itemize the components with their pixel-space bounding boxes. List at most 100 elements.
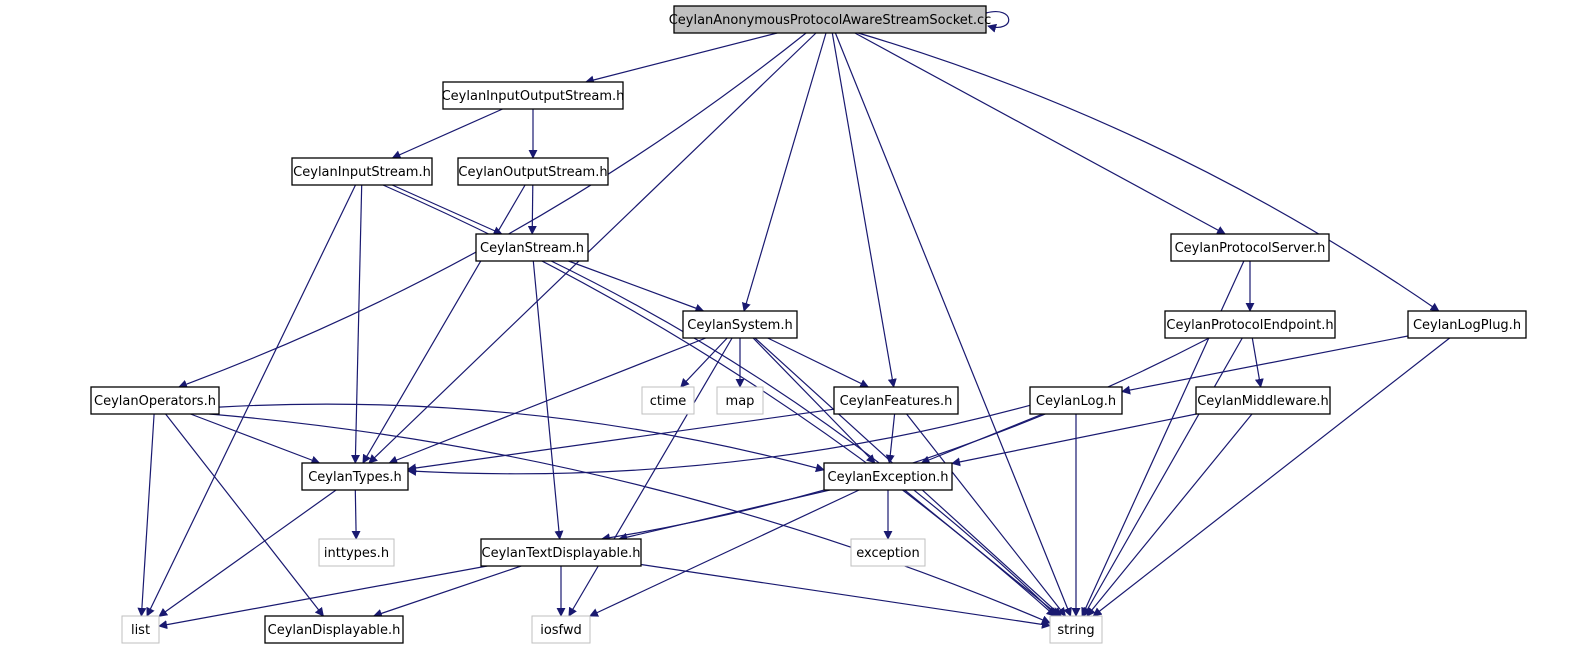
edge-line — [1092, 337, 1451, 617]
node-box — [301, 462, 409, 491]
node-box — [442, 81, 624, 110]
edge-features-to-string — [906, 413, 1066, 617]
edge-features-to-exc — [885, 413, 896, 464]
node-inttypes: inttypes.h — [318, 538, 395, 567]
edge-line — [568, 337, 733, 617]
node-box — [1170, 233, 1330, 262]
node-box — [682, 310, 798, 339]
node-logplug[interactable]: CeylanLogPlug.h — [1407, 310, 1527, 339]
node-os[interactable]: CeylanOutputStream.h — [457, 157, 609, 186]
edge-stream-to-string — [550, 260, 1058, 617]
node-label: list — [131, 623, 150, 638]
edge-pend-to-string — [1083, 337, 1243, 617]
edge-line — [741, 32, 827, 312]
node-label: CeylanLogPlug.h — [1413, 318, 1521, 333]
dependency-nodes: CeylanAnonymousProtocolAwareStreamSocket… — [90, 5, 1527, 644]
node-box — [1049, 615, 1103, 644]
node-box — [673, 5, 987, 34]
edge-line — [1121, 335, 1409, 395]
edge-logplug-to-log — [1121, 335, 1409, 395]
node-box — [850, 538, 926, 567]
node-box — [716, 386, 764, 415]
edge-logplug-to-string — [1092, 337, 1451, 617]
edge-stream-to-td — [532, 260, 564, 540]
node-is[interactable]: CeylanInputStream.h — [291, 157, 433, 186]
node-pend[interactable]: CeylanProtocolEndpoint.h — [1164, 310, 1336, 339]
node-pserver[interactable]: CeylanProtocolServer.h — [1170, 233, 1330, 262]
edge-root-to-string — [834, 32, 1072, 617]
node-log[interactable]: CeylanLog.h — [1029, 386, 1123, 415]
node-box — [531, 615, 591, 644]
edge-exc-to-iosfwd — [589, 489, 860, 617]
node-root[interactable]: CeylanAnonymousProtocolAwareStreamSocket… — [669, 5, 992, 34]
edge-ops-to-list — [137, 413, 155, 617]
edge-ops-to-types — [190, 413, 321, 465]
edge-line — [1086, 413, 1253, 617]
edge-system-to-exc — [752, 337, 876, 464]
edge-line — [584, 32, 778, 85]
node-string: string — [1049, 615, 1103, 644]
node-label: CeylanOperators.h — [94, 394, 216, 409]
edge-ios-to-is — [391, 108, 503, 159]
edge-system-to-types — [388, 337, 707, 465]
edge-line — [165, 413, 324, 617]
edge-line — [834, 32, 1072, 617]
node-label: CeylanAnonymousProtocolAwareStreamSocket… — [669, 13, 992, 28]
node-types[interactable]: CeylanTypes.h — [301, 462, 409, 491]
edge-line — [190, 413, 321, 465]
edge-line — [568, 260, 705, 313]
edge-root-to-ios — [584, 32, 778, 85]
node-box — [90, 386, 220, 415]
node-label: CeylanDisplayable.h — [268, 623, 401, 638]
edge-is-to-stream — [391, 184, 503, 235]
edge-root-to-features — [831, 32, 897, 388]
node-stream[interactable]: CeylanStream.h — [475, 233, 589, 262]
node-map: map — [716, 386, 764, 415]
edge-root-to-types — [368, 32, 817, 464]
edge-exc-to-string — [904, 489, 1061, 617]
node-features[interactable]: CeylanFeatures.h — [833, 386, 959, 415]
edge-line — [218, 403, 825, 473]
node-exc[interactable]: CeylanException.h — [823, 462, 953, 491]
node-label: CeylanInputOutputStream.h — [442, 89, 625, 104]
edge-line — [550, 260, 1058, 617]
edge-line — [854, 32, 1226, 235]
node-box — [1407, 310, 1527, 339]
edge-td-to-disp — [372, 565, 522, 618]
edge-line — [906, 413, 1066, 617]
edge-line — [391, 108, 503, 159]
node-box — [833, 386, 959, 415]
edge-line — [858, 32, 1440, 312]
node-box — [457, 157, 609, 186]
edge-line — [985, 11, 1010, 33]
node-disp[interactable]: CeylanDisplayable.h — [264, 615, 404, 644]
node-label: CeylanOutputStream.h — [458, 165, 607, 180]
edge-pend-to-td — [600, 337, 1210, 543]
edge-line — [618, 489, 831, 542]
edge-ops-to-disp — [165, 413, 324, 617]
node-box — [1195, 386, 1331, 415]
edge-line — [600, 337, 1210, 543]
edge-root-to-root — [985, 11, 1010, 33]
edge-td-to-string — [640, 563, 1051, 629]
edge-is-to-list — [146, 184, 357, 617]
node-ios[interactable]: CeylanInputOutputStream.h — [442, 81, 625, 110]
node-label: string — [1057, 623, 1094, 638]
node-label: CeylanLog.h — [1036, 394, 1116, 409]
node-box — [1164, 310, 1336, 339]
edge-root-to-pserver — [854, 32, 1226, 235]
edge-line — [351, 489, 361, 540]
edge-line — [767, 337, 870, 388]
node-system[interactable]: CeylanSystem.h — [682, 310, 798, 339]
edge-line — [1081, 260, 1245, 617]
edge-stream-to-system — [568, 260, 705, 313]
edge-line — [146, 184, 357, 617]
node-mid[interactable]: CeylanMiddleware.h — [1195, 386, 1331, 415]
edge-system-to-ctime — [680, 337, 728, 388]
edge-pend-to-mid — [1251, 337, 1264, 388]
node-td[interactable]: CeylanTextDisplayable.h — [480, 538, 642, 567]
edge-line — [752, 337, 876, 464]
node-ops[interactable]: CeylanOperators.h — [90, 386, 220, 415]
node-box — [480, 538, 642, 567]
